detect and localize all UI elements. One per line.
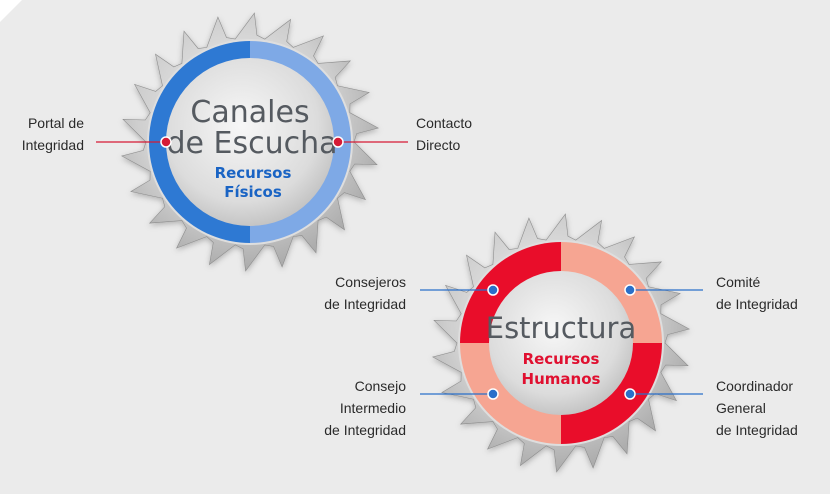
corner-fold bbox=[0, 0, 22, 22]
connector-dot bbox=[624, 284, 636, 296]
saw-blade-estructura bbox=[431, 213, 691, 473]
blade-hub bbox=[166, 58, 334, 226]
label-coordinador-general: Coordinador General de Integridad bbox=[716, 378, 798, 438]
blade-title-line2: de Escucha bbox=[166, 126, 337, 161]
blade-title-line1: Canales bbox=[190, 95, 309, 130]
label-consejo-intermedio: Consejo Intermedio de Integridad bbox=[324, 378, 406, 438]
connector-dot bbox=[624, 388, 636, 400]
connector-dot bbox=[332, 136, 344, 148]
label-portal-de-integridad: Portal de Integridad bbox=[21, 115, 84, 153]
blade-subtitle-line1: Recursos bbox=[215, 164, 292, 182]
blade-hub bbox=[489, 271, 633, 415]
blade-title: Estructura bbox=[486, 311, 637, 345]
connector-dot bbox=[487, 388, 499, 400]
connector-dot bbox=[160, 136, 172, 148]
label-contacto-directo: Contacto Directo bbox=[416, 115, 473, 153]
saw-blade-canales bbox=[120, 12, 380, 272]
blade-subtitle-line2: Físicos bbox=[224, 183, 282, 201]
label-comite-de-integridad: Comité de Integridad bbox=[716, 274, 798, 312]
blade-subtitle-line2: Humanos bbox=[522, 370, 601, 388]
connector-dot bbox=[487, 284, 499, 296]
label-consejeros-de-integridad: Consejeros de Integridad bbox=[324, 274, 406, 312]
blade-subtitle-line1: Recursos bbox=[523, 350, 600, 368]
